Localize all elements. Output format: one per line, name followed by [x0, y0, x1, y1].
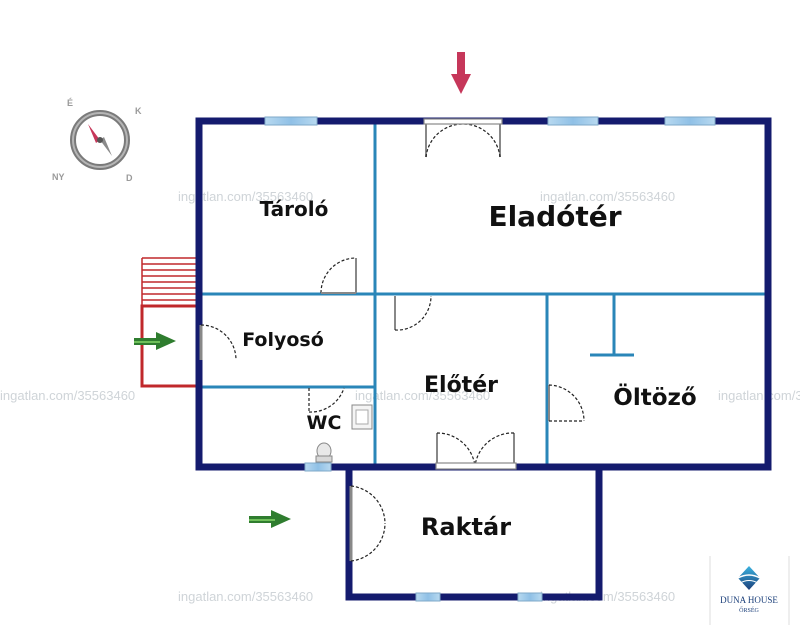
watermark-text: ingatlan.com/35563460 [718, 388, 800, 403]
room-label-warehouse: Raktár [421, 513, 511, 541]
entry-arrow-bottom [249, 510, 291, 528]
window [517, 592, 543, 602]
door-storage [320, 257, 357, 294]
watermark-text: ingatlan.com/35563460 [0, 388, 135, 403]
double-door-sales [423, 118, 503, 158]
compass-south-label: D [126, 173, 133, 183]
watermark-text: ingatlan.com/35563460 [178, 189, 313, 204]
window [547, 116, 599, 126]
stairs [141, 257, 196, 306]
window [304, 462, 332, 472]
logo-branch: ŐRSÉG [739, 606, 759, 614]
door-corridor-entrance [199, 324, 237, 361]
door-dressing [548, 384, 585, 422]
window [664, 116, 716, 126]
compass-west-label: NY [52, 172, 65, 182]
watermark-text: ingatlan.com/35563460 [355, 388, 490, 403]
windows [264, 116, 716, 602]
room-label-dressing: Öltöző [613, 383, 696, 411]
door-hall [394, 295, 432, 331]
room-label-wc: WC [307, 412, 342, 434]
compass-east-label: K [135, 106, 142, 116]
door-wc [308, 387, 345, 413]
watermark-text: ingatlan.com/35563460 [540, 189, 675, 204]
room-label-storage: Tároló [260, 197, 329, 221]
compass-needle-south [100, 137, 112, 156]
compass-needle-north [88, 124, 100, 143]
double-door-warehouse [349, 485, 386, 562]
room-label-corridor: Folyosó [242, 329, 324, 351]
wc-fixtures [315, 404, 373, 463]
logo-emblem-icon [737, 566, 761, 590]
inner-walls [199, 121, 768, 467]
room-label-hall: Előtér [424, 373, 498, 398]
logo-name: DUNA HOUSE [720, 595, 778, 605]
compass: É K D NY [52, 98, 142, 183]
double-door-hall-bottom [435, 432, 517, 470]
room-labels: Tároló Eladótér Folyosó WC Előtér Öltöző… [242, 197, 697, 541]
compass-north-label: É [67, 98, 73, 108]
entry-arrow-left [134, 332, 176, 350]
doors [199, 118, 585, 562]
entrance-landing [140, 304, 199, 388]
room-label-sales: Eladótér [488, 200, 621, 233]
watermark-text: ingatlan.com/35563460 [178, 589, 313, 604]
window [415, 592, 441, 602]
top-entrance-arrow [451, 52, 471, 94]
window [264, 116, 318, 126]
duna-house-logo: DUNA HOUSE ŐRSÉG [709, 556, 790, 625]
